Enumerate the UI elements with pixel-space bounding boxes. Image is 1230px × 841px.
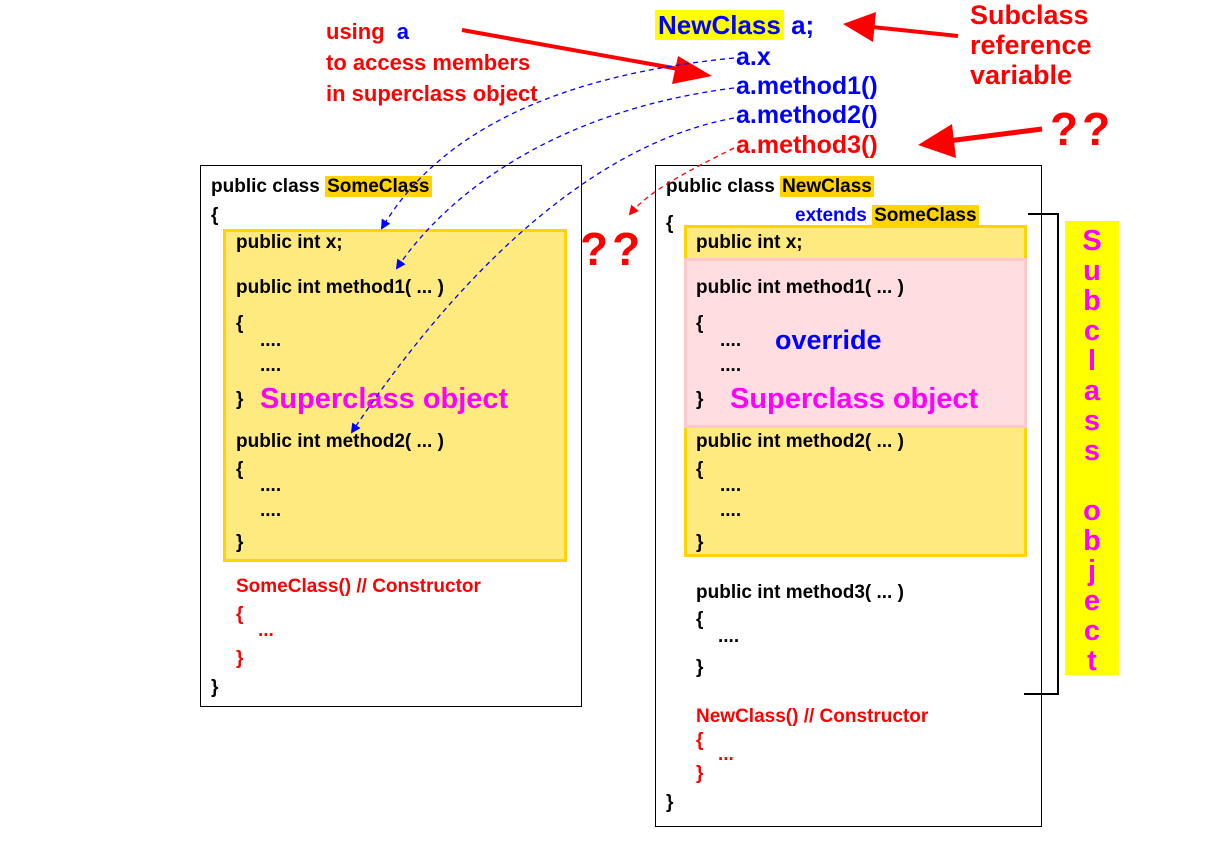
- right-m2-dots1: ....: [720, 475, 742, 496]
- note-line-3: in superclass object: [326, 81, 538, 106]
- right-m1-dots1: ....: [720, 330, 742, 351]
- left-class-keyword: public class: [211, 176, 320, 197]
- right-method3: public int method3( ... ): [696, 582, 904, 603]
- declaration: NewClass a;: [655, 10, 814, 41]
- subclass-object-label: S u b c l a s s o b j e c t: [1065, 226, 1119, 676]
- declaration-var: a;: [791, 10, 815, 40]
- override-region: [684, 258, 1027, 428]
- left-field: public int x;: [236, 232, 343, 253]
- left-class-name: SomeClass: [325, 176, 432, 197]
- question-marks-middle: ??: [580, 223, 645, 275]
- right-m3-close: }: [696, 657, 704, 678]
- subclass-ref-line-3: variable: [970, 60, 1073, 90]
- arrow-method2-to-method2: [350, 117, 735, 434]
- right-constructor: NewClass() // Constructor: [696, 706, 929, 727]
- right-ctor-open: {: [696, 730, 704, 751]
- right-class-name: NewClass: [780, 176, 874, 197]
- label-char: u: [1083, 255, 1101, 287]
- label-char: b: [1083, 285, 1101, 317]
- label-char: c: [1083, 615, 1101, 647]
- label-char: s: [1083, 435, 1101, 467]
- access-x: a.x: [736, 43, 771, 71]
- note-using: using: [326, 19, 385, 44]
- right-m1-close: }: [696, 389, 704, 410]
- note-line-2: to access members: [326, 50, 531, 75]
- arrow-x-to-field: [380, 57, 735, 230]
- right-m3-dots: ....: [718, 626, 740, 647]
- left-open-brace: {: [211, 205, 219, 226]
- label-char: b: [1083, 525, 1101, 557]
- access-method2: a.method2(): [736, 101, 878, 129]
- left-ctor-close: }: [236, 648, 244, 669]
- left-m2-open: {: [236, 459, 244, 480]
- subclass-object-label-bg: [1065, 221, 1119, 675]
- left-superclass-object-region: [223, 229, 567, 562]
- left-method2: public int method2( ... ): [236, 431, 444, 452]
- right-method2: public int method2( ... ): [696, 431, 904, 452]
- right-m2-dots2: ....: [720, 500, 742, 521]
- right-extends: extends SomeClass: [795, 205, 979, 227]
- label-char: c: [1083, 315, 1101, 347]
- extends-keyword: extends: [795, 205, 867, 226]
- subclass-bracket: [1024, 213, 1059, 695]
- right-class-keyword: public class: [666, 176, 775, 197]
- left-m1-dots1: ....: [260, 330, 282, 351]
- left-ctor-open: {: [236, 604, 244, 625]
- left-m2-dots1: ....: [260, 475, 282, 496]
- left-constructor: SomeClass() // Constructor: [236, 576, 481, 597]
- declaration-type: NewClass: [655, 10, 784, 40]
- access-method3: a.method3(): [736, 131, 878, 159]
- right-superclass-label: Superclass object: [730, 383, 979, 415]
- label-char: t: [1087, 645, 1097, 677]
- right-ctor-body: ...: [718, 744, 734, 765]
- right-method1: public int method1( ... ): [696, 277, 904, 298]
- left-superclass-label: Superclass object: [260, 383, 509, 415]
- left-m1-open: {: [236, 313, 244, 334]
- left-method1: public int method1( ... ): [236, 277, 444, 298]
- arrow-note-to-method1: [461, 28, 712, 84]
- question-marks-right: ??: [1050, 103, 1115, 155]
- right-m2-close: }: [696, 532, 704, 553]
- arrow-method1-to-method1: [395, 87, 735, 270]
- right-m3-open: {: [696, 609, 704, 630]
- subclass-ref-line-1: Subclass: [970, 0, 1089, 30]
- access-method1: a.method1(): [736, 72, 878, 100]
- label-char: l: [1087, 345, 1097, 377]
- label-char: j: [1087, 555, 1097, 587]
- right-m2-open: {: [696, 459, 704, 480]
- arrow-ref-to-declaration: [843, 12, 959, 42]
- label-char: s: [1083, 405, 1101, 437]
- label-char: o: [1083, 495, 1101, 527]
- left-close-brace: }: [211, 677, 219, 698]
- right-ctor-close: }: [696, 763, 704, 784]
- right-field: public int x;: [696, 232, 803, 253]
- left-m1-close: }: [236, 389, 244, 410]
- right-close-brace: }: [666, 792, 674, 813]
- subclass-ref-line-2: reference: [970, 30, 1092, 60]
- left-m2-dots2: ....: [260, 500, 282, 521]
- right-open-brace: {: [666, 213, 674, 234]
- label-char: e: [1083, 585, 1101, 617]
- right-m1-open: {: [696, 313, 704, 334]
- note-line-1: using a: [326, 19, 409, 45]
- label-char: a: [1083, 375, 1101, 407]
- right-class-header: public class NewClass: [666, 176, 874, 198]
- left-class-header: public class SomeClass: [211, 176, 432, 198]
- override-label: override: [775, 325, 882, 355]
- left-m1-dots2: ....: [260, 355, 282, 376]
- right-m1-dots2: ....: [720, 355, 742, 376]
- arrow-method3-to-question: [628, 147, 735, 216]
- note-var-a: a: [396, 19, 410, 44]
- extends-superclass-name: SomeClass: [872, 205, 979, 226]
- arrow-question-to-method3: [918, 124, 1043, 158]
- left-ctor-body: ...: [258, 620, 274, 641]
- label-char: S: [1082, 225, 1102, 257]
- left-m2-close: }: [236, 532, 244, 553]
